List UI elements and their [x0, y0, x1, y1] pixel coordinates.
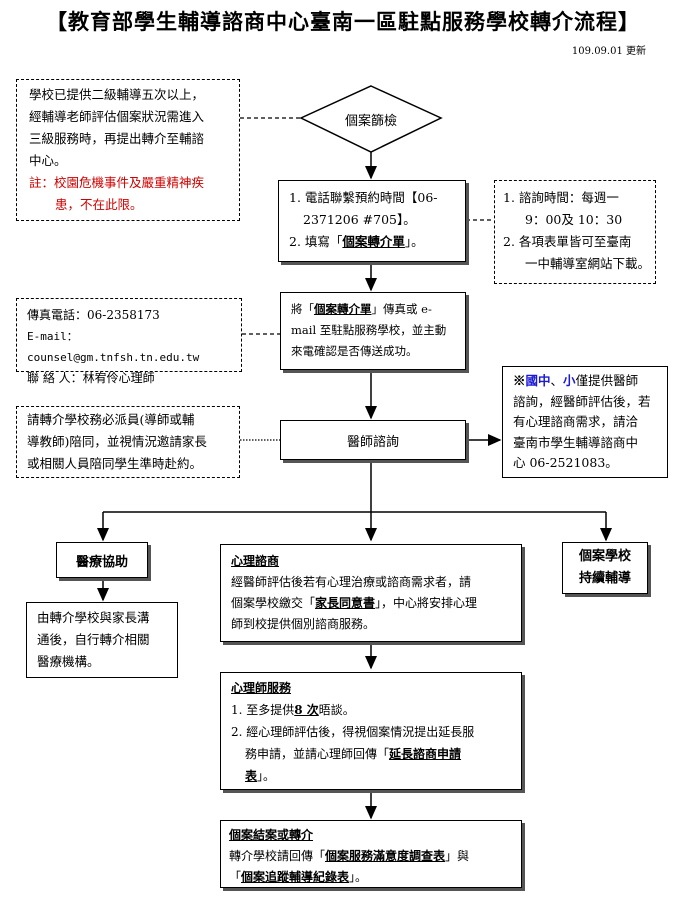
school-followup-box: 個案學校 持續輔導 [562, 542, 648, 594]
school-referral-note: 學校已提供二級輔導五次以上， 經輔導老師評估個案狀況需進入 三級服務時，再提出轉… [16, 79, 240, 221]
note-line: 三級服務時，再提出轉介至輔諮 [29, 131, 205, 146]
accompany-note: 請轉介學校務必派員(導師或輔 導教師)陪同，並視情況邀請家長 或相關人員陪同學生… [16, 406, 240, 478]
screening-diamond [299, 85, 443, 153]
note-line: 2. 各項表單皆可至臺南 [503, 234, 632, 249]
note-line: 中心。 [29, 153, 67, 168]
closure-heading: 個案結案或轉介 [229, 828, 314, 842]
followup-line: 持續輔導 [578, 571, 631, 586]
extension-form-link: 延長諮商申請 [389, 747, 462, 761]
psychological-counseling-box: 心理諮商 經醫師評估後若有心理治療或諮商需求者，請 個案學校繳交「家長同意書」，… [220, 544, 522, 642]
session-limit: 8 次 [294, 703, 319, 717]
note-line: 諮詢，經醫師評估後，若 [513, 393, 651, 409]
box-line: 師到校提供個別諮商服務。 [231, 617, 376, 631]
step-phone-appointment: 1. 電話聯繫預約時間【06- 2371206 #705】。 2. 填寫「個案轉… [278, 180, 466, 262]
referral-form-link: 個案轉介單 [314, 302, 372, 316]
followup-line: 個案學校 [578, 549, 631, 564]
step-line: 1. 電話聯繫預約時間【06- [289, 190, 438, 205]
referral-form-link: 個案轉介單 [342, 234, 405, 249]
counseling-heading: 心理諮商 [231, 554, 280, 568]
consultation-time-note: 1. 諮詢時間：每週一 9：00及 10：30 2. 各項表單皆可至臺南 一中輔… [494, 180, 656, 284]
box-line: 務申請，並請心理師回傳「延長諮商申請 [245, 747, 462, 761]
note-line: 學校已提供二級輔導五次以上， [29, 87, 205, 102]
note-line: 請轉介學校務必派員(導師或輔 [27, 412, 195, 427]
note-line: 一中輔導室網站下載。 [525, 256, 651, 271]
box-line: 個案學校繳交「家長同意書」，中心將安排心理 [231, 596, 478, 610]
step-line: 來電確認是否傳送成功。 [291, 344, 418, 358]
note-line: 有心理諮商需求，請洽 [513, 414, 639, 429]
parent-consent-link: 家長同意書 [315, 596, 376, 610]
tracking-record-link: 個案追蹤輔導紀錄表 [241, 870, 350, 884]
medical-assistance-label: 醫療協助 [75, 554, 128, 570]
doctor-consultation-box: 醫師諮詢 [280, 420, 466, 460]
medical-assistance-box: 醫療協助 [56, 542, 148, 578]
junior-high-label: 國中 [525, 373, 551, 388]
exception-note: 註：校園危機事件及嚴重精神疾 [29, 175, 205, 190]
step-line: 將「個案轉介單」傳真或 e- [291, 302, 432, 316]
contact-info-note: 傳真電話：06-2358173 E-mail：counsel@gm.tnfsh.… [16, 298, 242, 385]
exception-note: 患，不在此限。 [55, 197, 143, 212]
satisfaction-survey-link: 個案服務滿意度調查表 [325, 849, 446, 863]
junior-school-note: ※國中、小僅提供醫師 諮詢，經醫師評估後，若 有心理諮商需求，請洽 臺南市學生輔… [502, 366, 668, 478]
note-line: 1. 諮詢時間：每週一 [503, 190, 619, 205]
elementary-label: 小 [563, 373, 576, 388]
medical-referral-note: 由轉介學校與家長溝 通後，自行轉介相關 醫療機構。 [26, 602, 178, 678]
screening-label: 個案篩檢 [344, 113, 397, 129]
step-line: mail 至駐點服務學校，並主動 [291, 323, 447, 337]
note-line: 或相關人員陪同學生準時赴約。 [27, 456, 203, 471]
email-address: E-mail：counsel@gm.tnfsh.tn.edu.tw [27, 330, 200, 364]
updated-date: 109.09.01 更新 [571, 46, 646, 57]
box-line: 經醫師評估後若有心理治療或諮商需求者，請 [231, 575, 472, 589]
note-line: 導教師)陪同，並視情況邀請家長 [27, 434, 207, 449]
note-line: 9：00及 10：30 [525, 212, 623, 227]
doctor-consultation-label: 醫師諮詢 [346, 434, 399, 450]
note-line: 由轉介學校與家長溝 [37, 610, 150, 625]
contact-person: 聯 絡 人：林宥伶心理師 [27, 371, 155, 385]
box-line: 「個案追蹤輔導紀錄表」。 [229, 870, 368, 884]
note-line: ※國中、小僅提供醫師 [513, 373, 639, 388]
note-line: 醫療機構。 [37, 654, 100, 669]
page-title: 【教育部學生輔導諮商中心臺南一區駐點服務學校轉介流程】 [46, 9, 640, 34]
step-send-form: 將「個案轉介單」傳真或 e- mail 至駐點服務學校，並主動 來電確認是否傳送… [280, 292, 466, 370]
case-closure-box: 個案結案或轉介 轉介學校請回傳「個案服務滿意度調查表」與 「個案追蹤輔導紀錄表」… [220, 820, 522, 888]
step-line: 2371206 #705】。 [303, 212, 416, 227]
box-line: 轉介學校請回傳「個案服務滿意度調查表」與 [229, 849, 470, 863]
psychologist-service-box: 心理師服務 1. 至多提供8 次晤談。 2. 經心理師評估後，得視個案情況提出延… [220, 672, 522, 790]
note-line: 臺南市學生輔導諮商中 [513, 434, 639, 450]
step-line: 2. 填寫「個案轉介單」。 [289, 234, 424, 249]
box-line: 表」。 [245, 769, 276, 783]
fax-number: 傳真電話：06-2358173 [27, 308, 160, 322]
note-line: 通後，自行轉介相關 [37, 632, 150, 647]
note-line: 心 06-2521083。 [513, 455, 618, 470]
box-line: 1. 至多提供8 次晤談。 [231, 703, 355, 717]
note-line: 經輔導老師評估個案狀況需進入 [29, 109, 205, 124]
box-line: 2. 經心理師評估後，得視個案情況提出延長服 [231, 725, 475, 739]
psych-service-heading: 心理師服務 [231, 681, 292, 695]
